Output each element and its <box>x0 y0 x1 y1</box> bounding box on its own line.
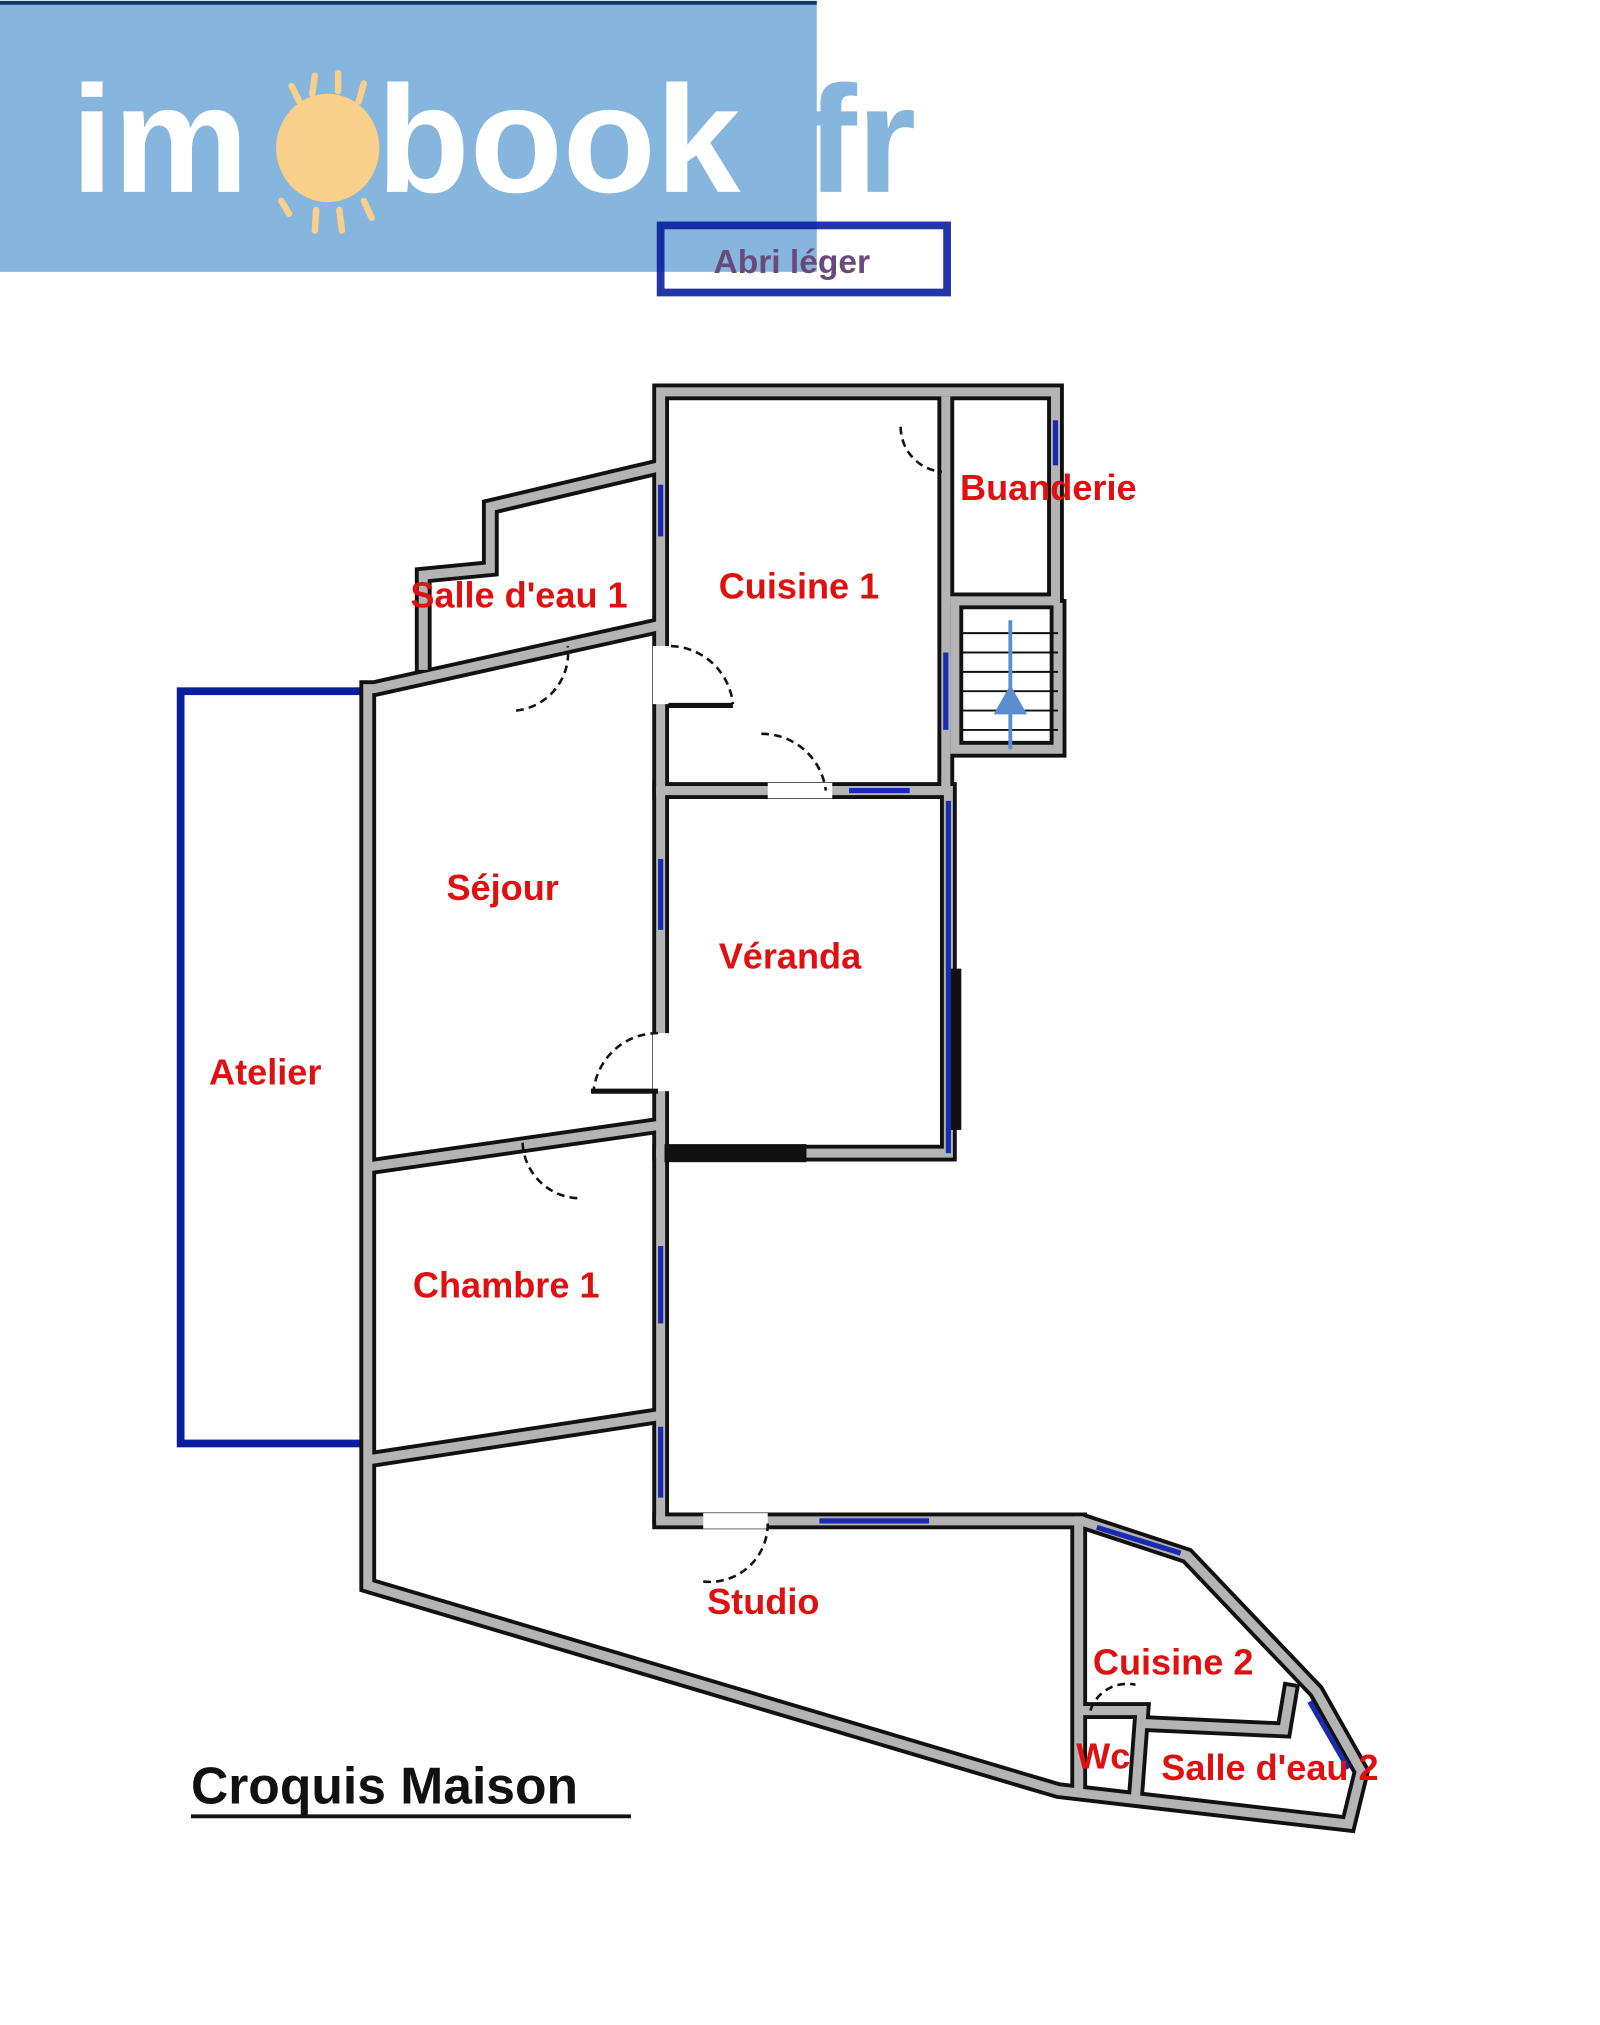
label-cuisine-2: Cuisine 2 <box>1093 1641 1254 1682</box>
label-studio: Studio <box>707 1581 819 1622</box>
logo-text-im: im <box>71 55 249 225</box>
label-atelier: Atelier <box>209 1052 321 1093</box>
label-salle-eau-1: Salle d'eau 1 <box>410 574 627 615</box>
sun-icon <box>276 69 380 234</box>
label-sejour: Séjour <box>446 867 558 908</box>
staircase <box>961 620 1059 750</box>
label-chambre-1: Chambre 1 <box>413 1265 600 1306</box>
windows <box>658 420 1351 1770</box>
stair-arrow-icon <box>993 684 1028 715</box>
logo-text-book: book <box>377 55 741 225</box>
plan-title: Croquis Maison <box>191 1756 578 1814</box>
label-buanderie: Buanderie <box>960 467 1137 508</box>
abri-leger: Abri léger <box>656 221 951 297</box>
abri-label: Abri léger <box>714 244 871 281</box>
doors <box>515 426 1136 1711</box>
logo: im book .fr <box>0 0 916 272</box>
logo-text-tld: .fr <box>764 55 916 225</box>
label-veranda: Véranda <box>719 936 862 977</box>
label-wc: Wc <box>1076 1736 1130 1777</box>
label-cuisine-1: Cuisine 1 <box>719 565 880 606</box>
label-salle-eau-2: Salle d'eau 2 <box>1161 1747 1378 1788</box>
